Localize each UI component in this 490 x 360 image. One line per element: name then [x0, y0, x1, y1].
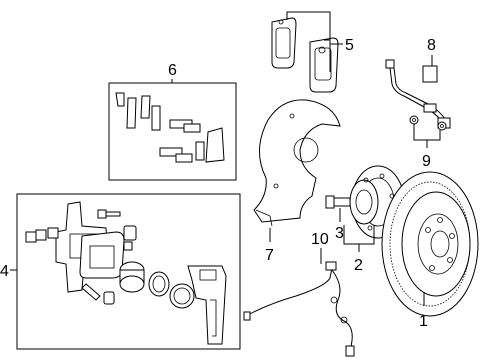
wheel-stud[interactable]: [325, 195, 351, 209]
caliper-assembly-box: [16, 193, 241, 350]
hardware-kit-parts[interactable]: [115, 92, 225, 163]
callout-6: 6: [168, 62, 177, 79]
callout-5: 5: [345, 37, 354, 54]
hardware-kit-box: [108, 82, 237, 181]
callout-1: 1: [419, 313, 428, 330]
brake-pads-group[interactable]: [271, 17, 339, 93]
hose-washers[interactable]: [409, 115, 447, 131]
callout-7: 7: [265, 247, 274, 264]
callout-3: 3: [335, 225, 344, 242]
callout-10: 10: [311, 231, 329, 248]
abs-sensor[interactable]: [243, 261, 355, 357]
splash-shield[interactable]: [253, 99, 341, 227]
callout-4: 4: [0, 263, 9, 280]
brake-rotor[interactable]: [381, 171, 479, 317]
callout-9: 9: [422, 153, 431, 170]
callout-8: 8: [427, 37, 436, 54]
callout-2: 2: [354, 257, 363, 274]
brake-hose[interactable]: [385, 59, 451, 129]
caliper-assembly-parts[interactable]: [25, 201, 227, 345]
